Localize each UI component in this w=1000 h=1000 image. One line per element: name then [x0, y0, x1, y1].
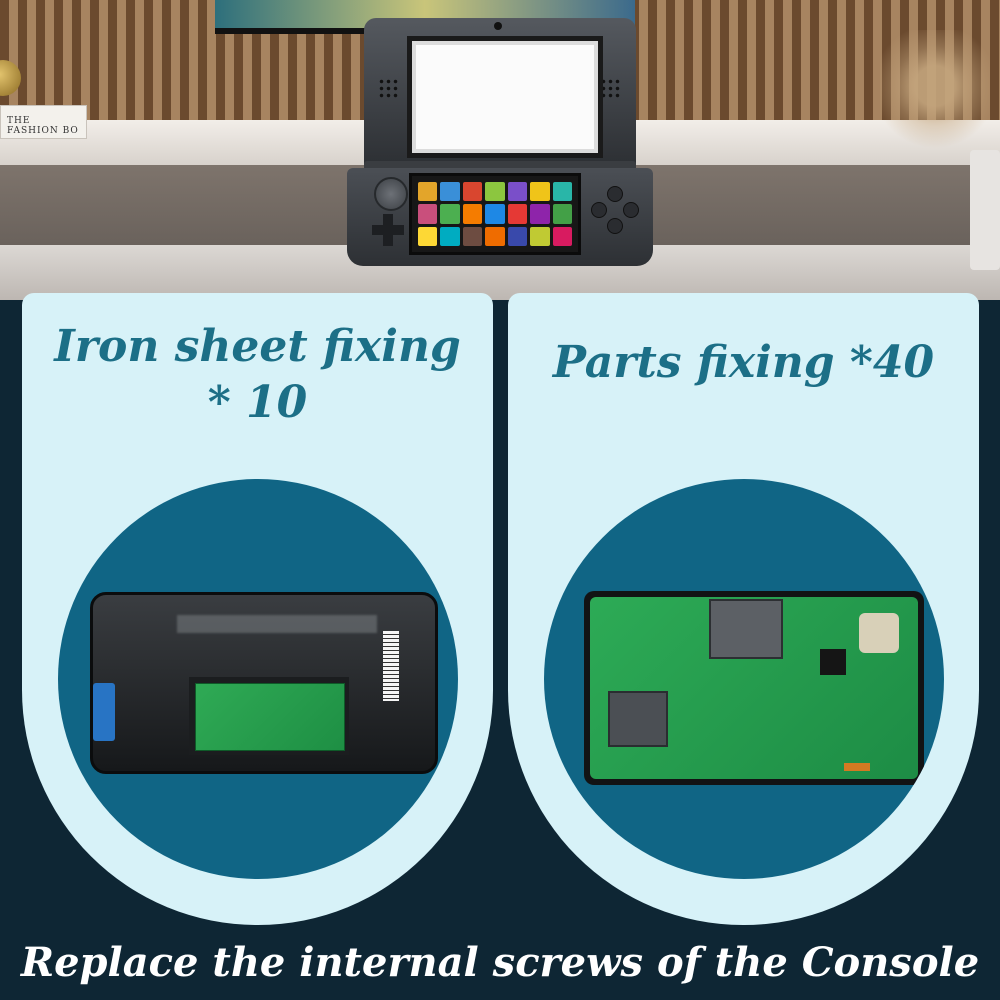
parts-fixing-panel: Parts fixing *40: [508, 293, 979, 925]
console-back-shell-photo: [90, 592, 438, 774]
camera-icon: [494, 22, 502, 30]
photo-circle-back-shell: [58, 479, 458, 879]
caption: Replace the internal screws of the Conso…: [20, 939, 980, 986]
app-icon-grid: [418, 182, 572, 246]
photo-circle-board: [544, 479, 944, 879]
panel-title-iron-sheet: Iron sheet fixing * 10: [22, 319, 493, 431]
console-lid: [364, 18, 636, 168]
iron-sheet-panel: Iron sheet fixing * 10: [22, 293, 493, 925]
book-spine-text: THE FASHION BO: [7, 116, 79, 136]
panel-title-parts-fixing: Parts fixing *40: [552, 337, 935, 388]
book: THE FASHION BO: [0, 105, 87, 139]
analog-stick-module: [859, 613, 899, 653]
title-line-1: Iron sheet fixing: [54, 321, 461, 372]
regulatory-label: [177, 615, 377, 633]
speaker-left: [378, 78, 400, 100]
touch-screen: [409, 173, 581, 255]
plant-stems: [880, 30, 990, 170]
ribbon-connector: [844, 763, 870, 771]
circle-pad: [374, 177, 408, 211]
sd-card-slot: [608, 691, 668, 747]
speaker-right: [600, 78, 622, 100]
cartridge-slot: [709, 599, 783, 659]
product-photo-scene: THE FASHION BO: [0, 0, 1000, 300]
handheld-console: [347, 18, 653, 266]
open-console-board-photo: [584, 591, 924, 785]
pampas-plant: [880, 30, 1000, 270]
top-screen: [407, 36, 603, 158]
decor-ball: [0, 60, 21, 96]
dpad-icon: [372, 214, 404, 246]
face-buttons: [591, 186, 639, 234]
barcode-sticker: [383, 631, 399, 701]
chip: [820, 649, 846, 675]
blue-tab: [93, 683, 115, 741]
battery-compartment: [189, 677, 349, 755]
vase: [970, 150, 1000, 270]
pcb-visible: [195, 683, 345, 751]
title-line-2: * 10: [207, 377, 308, 428]
console-base: [347, 168, 653, 266]
